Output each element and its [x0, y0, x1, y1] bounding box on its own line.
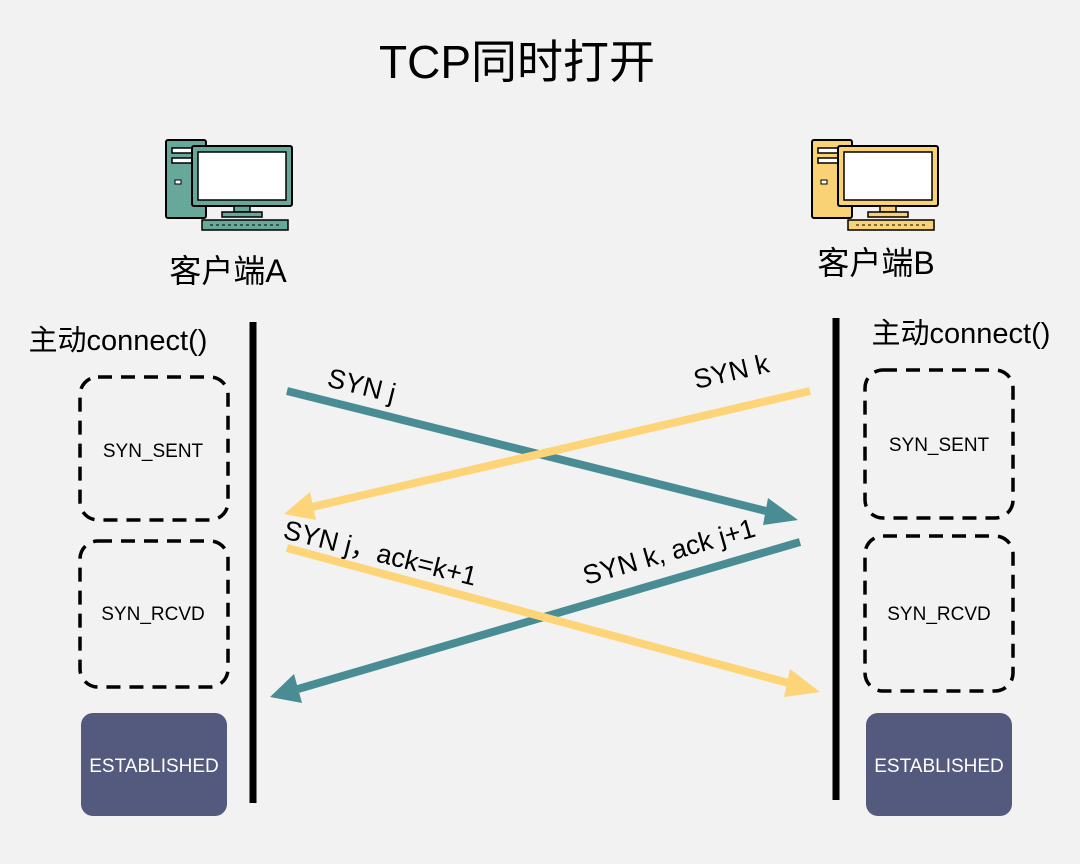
client-a-syn-rcvd-box	[78, 539, 230, 689]
arrow-syn-j-ack-head	[784, 669, 820, 697]
page-title: TCP同时打开	[379, 36, 655, 88]
client-b-action-label: 主动connect()	[872, 317, 1051, 350]
client-b-established-box	[866, 713, 1012, 816]
message-syn-k-label: SYN k	[691, 348, 773, 395]
client-b-syn-rcvd-box	[863, 534, 1015, 693]
client-a-label: 客户端A	[169, 253, 287, 289]
client-b-label: 客户端B	[817, 245, 934, 281]
client-a-syn-sent-box	[78, 375, 230, 522]
arrow-syn-j-ack	[285, 544, 794, 688]
arrow-syn-j-head	[763, 498, 798, 525]
arrow-syn-k-ack-head	[270, 674, 302, 703]
client-b-syn-sent-label: SYN_SENT	[889, 435, 990, 456]
client-a-established-box	[81, 713, 227, 816]
arrow-syn-j	[286, 387, 771, 516]
desktop-computer-icon	[811, 139, 939, 231]
client-b-syn-sent-box	[863, 368, 1015, 520]
arrow-syn-k-head	[284, 492, 316, 520]
client-a-established-label: ESTABLISHED	[89, 756, 219, 777]
client-b-established-label: ESTABLISHED	[874, 756, 1004, 777]
client-b-syn-rcvd-label: SYN_RCVD	[887, 604, 990, 625]
client-a-syn-sent-label: SYN_SENT	[103, 441, 204, 462]
desktop-computer-icon	[165, 139, 293, 231]
client-a-syn-rcvd-label: SYN_RCVD	[101, 604, 204, 625]
client-a-action-label: 主动connect()	[29, 324, 208, 357]
arrow-syn-k	[311, 387, 811, 511]
